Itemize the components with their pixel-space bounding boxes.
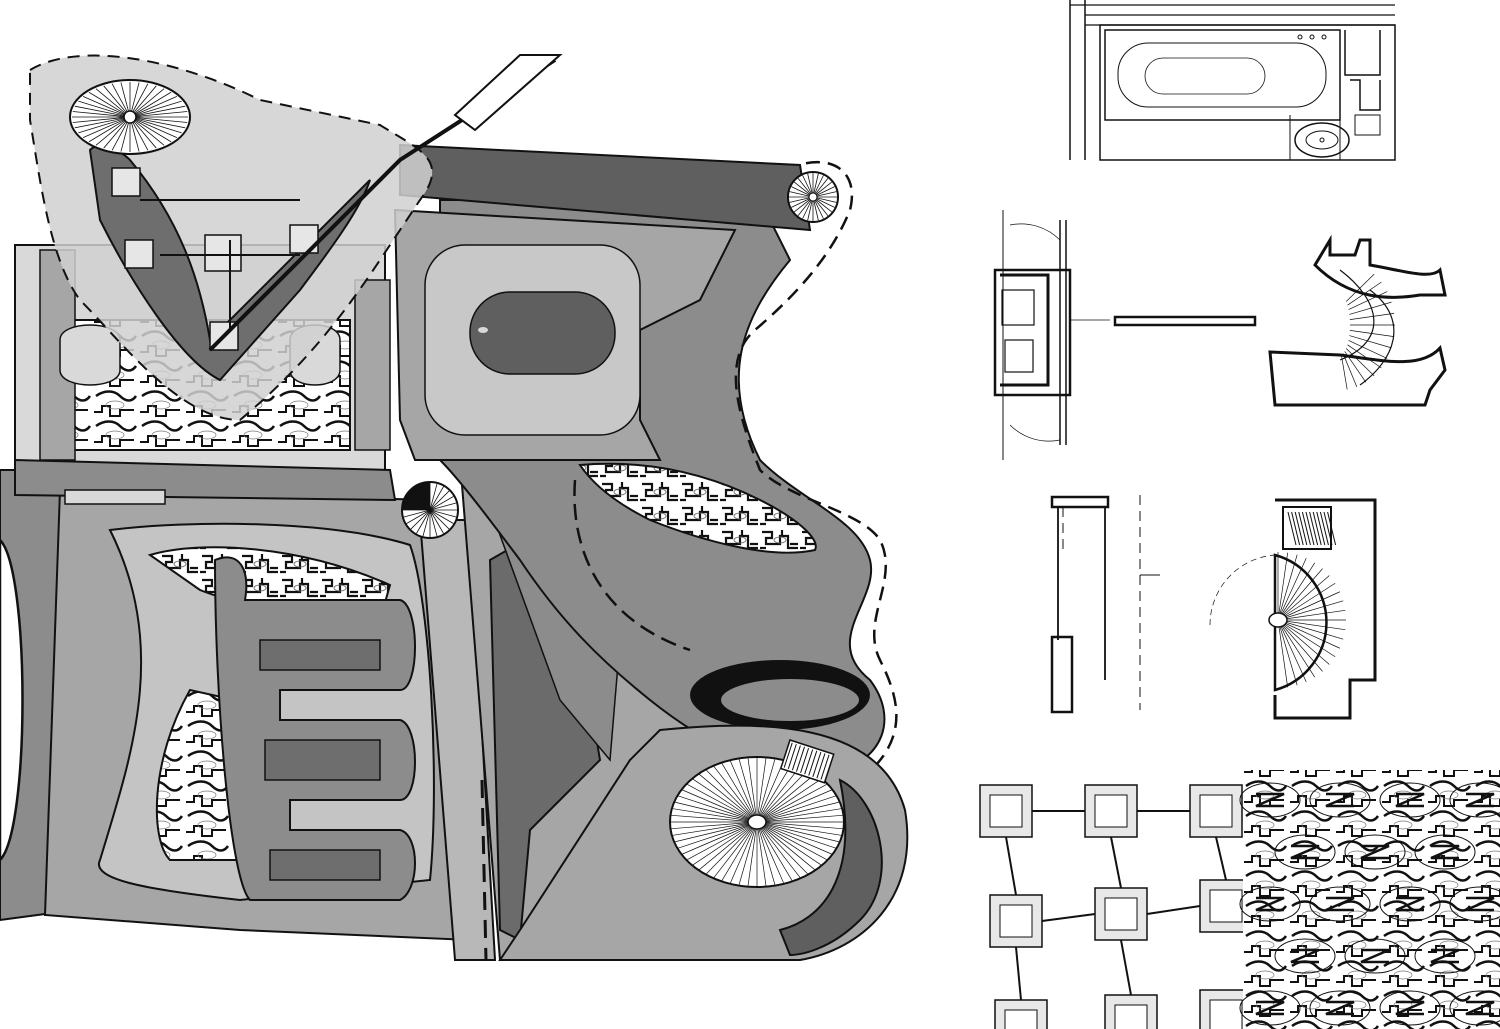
spiral-stair-detail — [1209, 498, 1377, 720]
small-bench — [64, 489, 166, 505]
meander-inner-bands — [259, 639, 381, 881]
washbasin-symbol — [1294, 122, 1350, 158]
curved-stair-detail — [1268, 234, 1447, 407]
e-shaped-meander — [213, 556, 416, 901]
spiral-stair-symbol — [787, 171, 839, 223]
pool-room — [393, 208, 737, 461]
lens-ellipses — [690, 660, 870, 730]
bathtub-symbol — [1104, 29, 1341, 121]
cabinet-elevation-detail — [993, 210, 1257, 460]
spiral-stair-symbol — [69, 79, 191, 155]
wall-section-detail — [1050, 495, 1160, 714]
dashed-contour — [734, 160, 898, 781]
stair-pattern-grid — [1239, 770, 1500, 1029]
v-tile-connectors — [140, 199, 300, 330]
v-tile-cluster — [111, 167, 319, 351]
dashed-curve — [573, 479, 691, 652]
tile-pattern-grid — [979, 784, 1253, 1029]
v-dark-border — [88, 144, 371, 382]
maze-pocket-right — [578, 462, 817, 554]
large-round-stair-room — [498, 724, 909, 961]
diagonal-strip — [453, 54, 563, 132]
spiral-stair-symbol — [401, 481, 459, 539]
main-collage-plan — [0, 54, 909, 962]
maze-pocket-lower — [155, 688, 242, 861]
bathroom-plan-detail — [1069, 0, 1396, 161]
